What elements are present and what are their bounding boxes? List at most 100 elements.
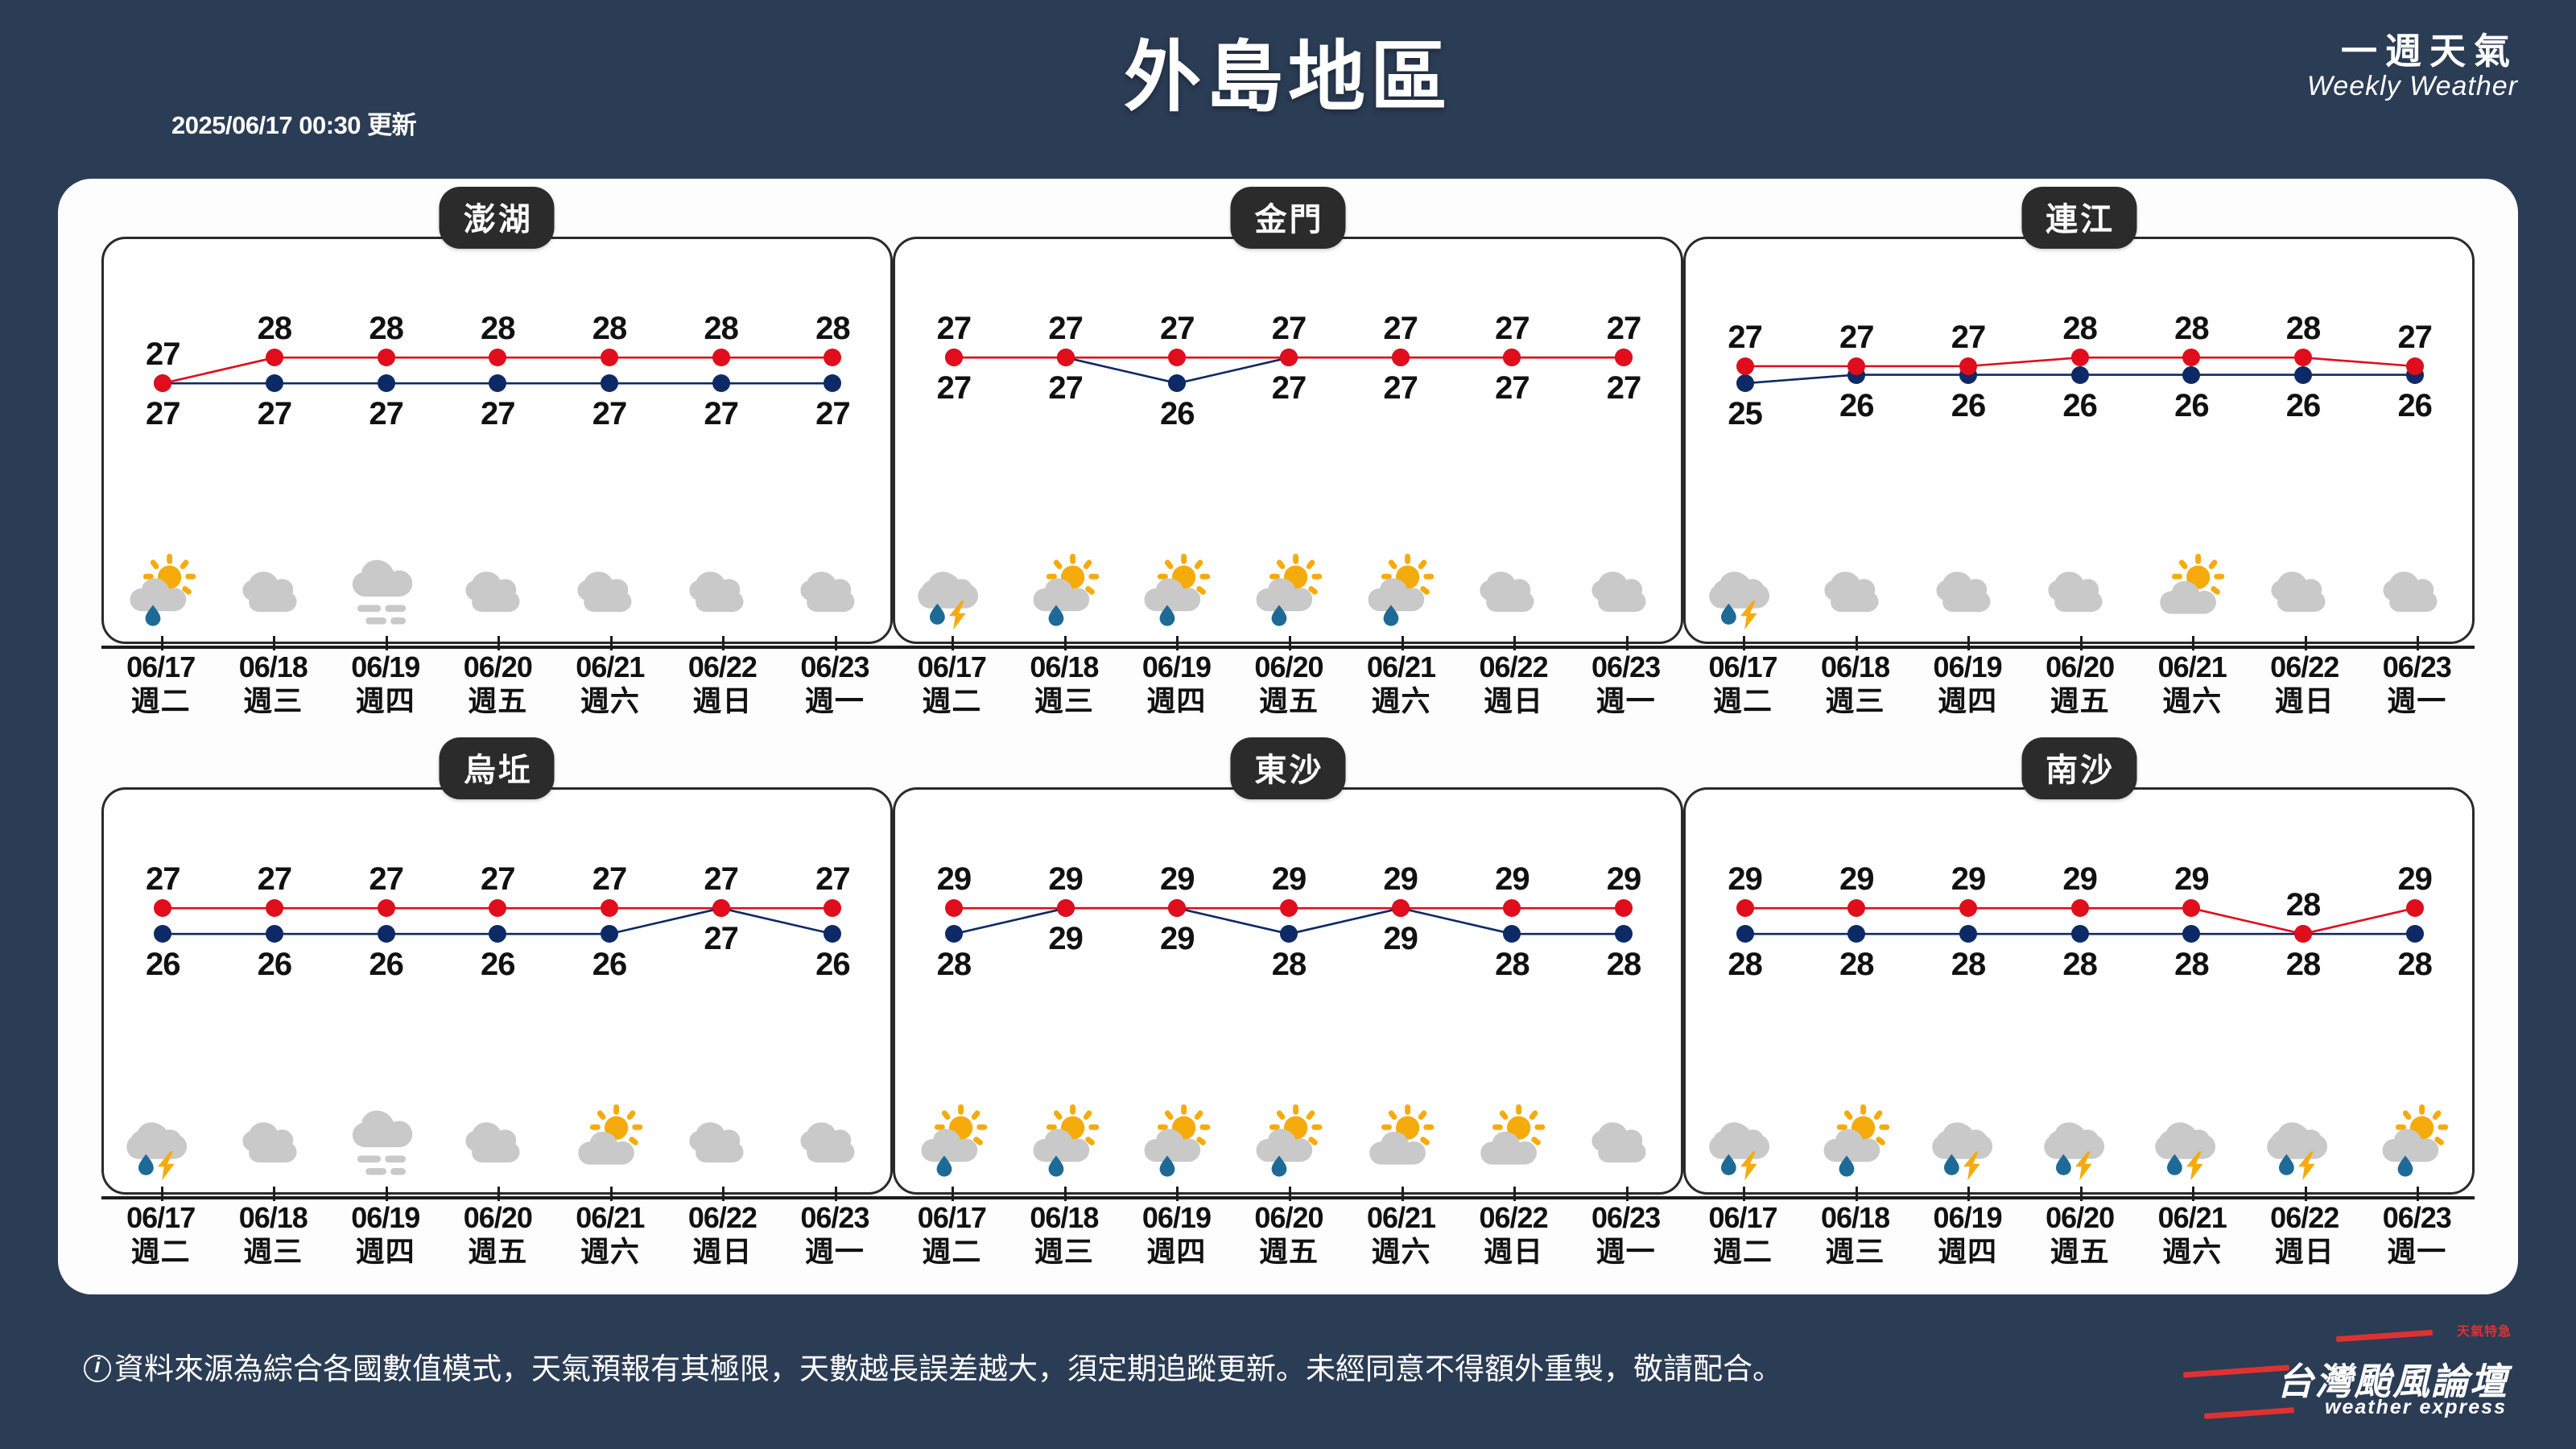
axis-tick: [1625, 636, 1629, 650]
axis-line: [1683, 646, 2475, 649]
weekday-label: 週一: [2387, 1234, 2447, 1268]
high-temp-label: 27: [815, 861, 851, 898]
weekday-label: 週五: [1258, 683, 1319, 717]
high-temp-label: 29: [2174, 861, 2210, 898]
low-temp-label: 26: [2174, 387, 2210, 423]
weekday-label: 週五: [468, 1234, 528, 1268]
high-temp-label: 29: [1728, 861, 1763, 898]
weekday-label: 週日: [692, 683, 753, 717]
cloudy-icon: [565, 548, 654, 637]
update-timestamp: 2025/06/17 00:30 更新: [171, 111, 417, 139]
data-point-high: [2405, 357, 2424, 375]
axis-tick: [1855, 1187, 1858, 1201]
weather-icons-row: [1686, 1091, 2472, 1187]
thunderstorm-icon: [118, 1099, 207, 1187]
weekday-label: 週日: [1484, 1234, 1544, 1268]
data-point-low: [265, 374, 283, 393]
axis-tick: [2079, 1187, 2083, 1201]
data-point-low: [489, 925, 507, 943]
date-label: 06/22: [2270, 650, 2339, 683]
axis-tick: [2304, 636, 2307, 650]
axis-tick: [2192, 1187, 2195, 1201]
high-temp-label: 29: [1048, 861, 1084, 898]
high-temp-label: 28: [481, 311, 516, 347]
data-point-high: [1959, 357, 1977, 375]
date-label: 06/22: [1479, 650, 1549, 683]
high-temp-label: 28: [2285, 887, 2322, 923]
data-point-high: [712, 899, 730, 918]
date-label: 06/22: [687, 1201, 758, 1234]
axis-tick: [834, 636, 837, 650]
weekday-label: 週一: [1596, 683, 1656, 717]
date-label: 06/20: [463, 650, 533, 683]
date-label: 06/17: [126, 1201, 196, 1234]
cloudy-icon: [1579, 548, 1668, 637]
data-point-low: [2182, 365, 2201, 384]
high-temp-label: 27: [1839, 320, 1875, 356]
date-label: 06/18: [238, 1201, 308, 1234]
cloudy-icon: [2036, 548, 2124, 637]
data-point-high: [600, 899, 618, 918]
data-point-high: [1736, 899, 1754, 918]
data-point-high: [1615, 899, 1633, 918]
data-point-low: [265, 925, 283, 943]
thunderstorm-icon: [1701, 548, 1790, 637]
sun-cloud-rain-icon: [910, 1099, 998, 1187]
date-label: 06/23: [1591, 650, 1661, 683]
date-label: 06/22: [1479, 1201, 1549, 1234]
data-point-low: [1168, 374, 1187, 393]
sun-cloud-rain-icon: [1812, 1099, 1901, 1187]
high-temp-label: 27: [1495, 311, 1530, 347]
axis-tick: [385, 1187, 388, 1201]
axis-tick: [1743, 636, 1746, 650]
high-temp-label: 27: [1383, 311, 1418, 347]
low-temp-label: 26: [1951, 387, 1987, 423]
axis-tick: [1401, 1187, 1404, 1201]
high-temp-label: 29: [1160, 861, 1195, 898]
low-temp-label: 26: [481, 947, 516, 983]
low-temp-label: 26: [2062, 387, 2098, 423]
data-point-high: [2294, 349, 2312, 367]
data-point-high: [489, 349, 507, 367]
sun-cloud-rain-icon: [118, 548, 207, 637]
date-label: 06/17: [1708, 650, 1777, 683]
axis-tick: [1513, 636, 1517, 650]
data-point-low: [600, 374, 618, 393]
info-icon: [84, 1353, 111, 1382]
weekday-label: 週六: [580, 1234, 640, 1268]
high-temp-label: 29: [1606, 861, 1642, 898]
low-temp-label: 27: [1271, 370, 1307, 407]
weekday-label: 週日: [692, 1234, 753, 1268]
weekday-label: 週六: [2162, 683, 2223, 717]
site-logo[interactable]: 天氣特急 台灣颱風論壇 weather express: [2182, 1320, 2528, 1430]
weekday-label: 週二: [922, 683, 982, 717]
data-point-low: [600, 925, 618, 943]
thunderstorm-icon: [2147, 1099, 2235, 1187]
high-temp-label: 28: [592, 311, 628, 347]
data-point-low: [824, 925, 842, 943]
